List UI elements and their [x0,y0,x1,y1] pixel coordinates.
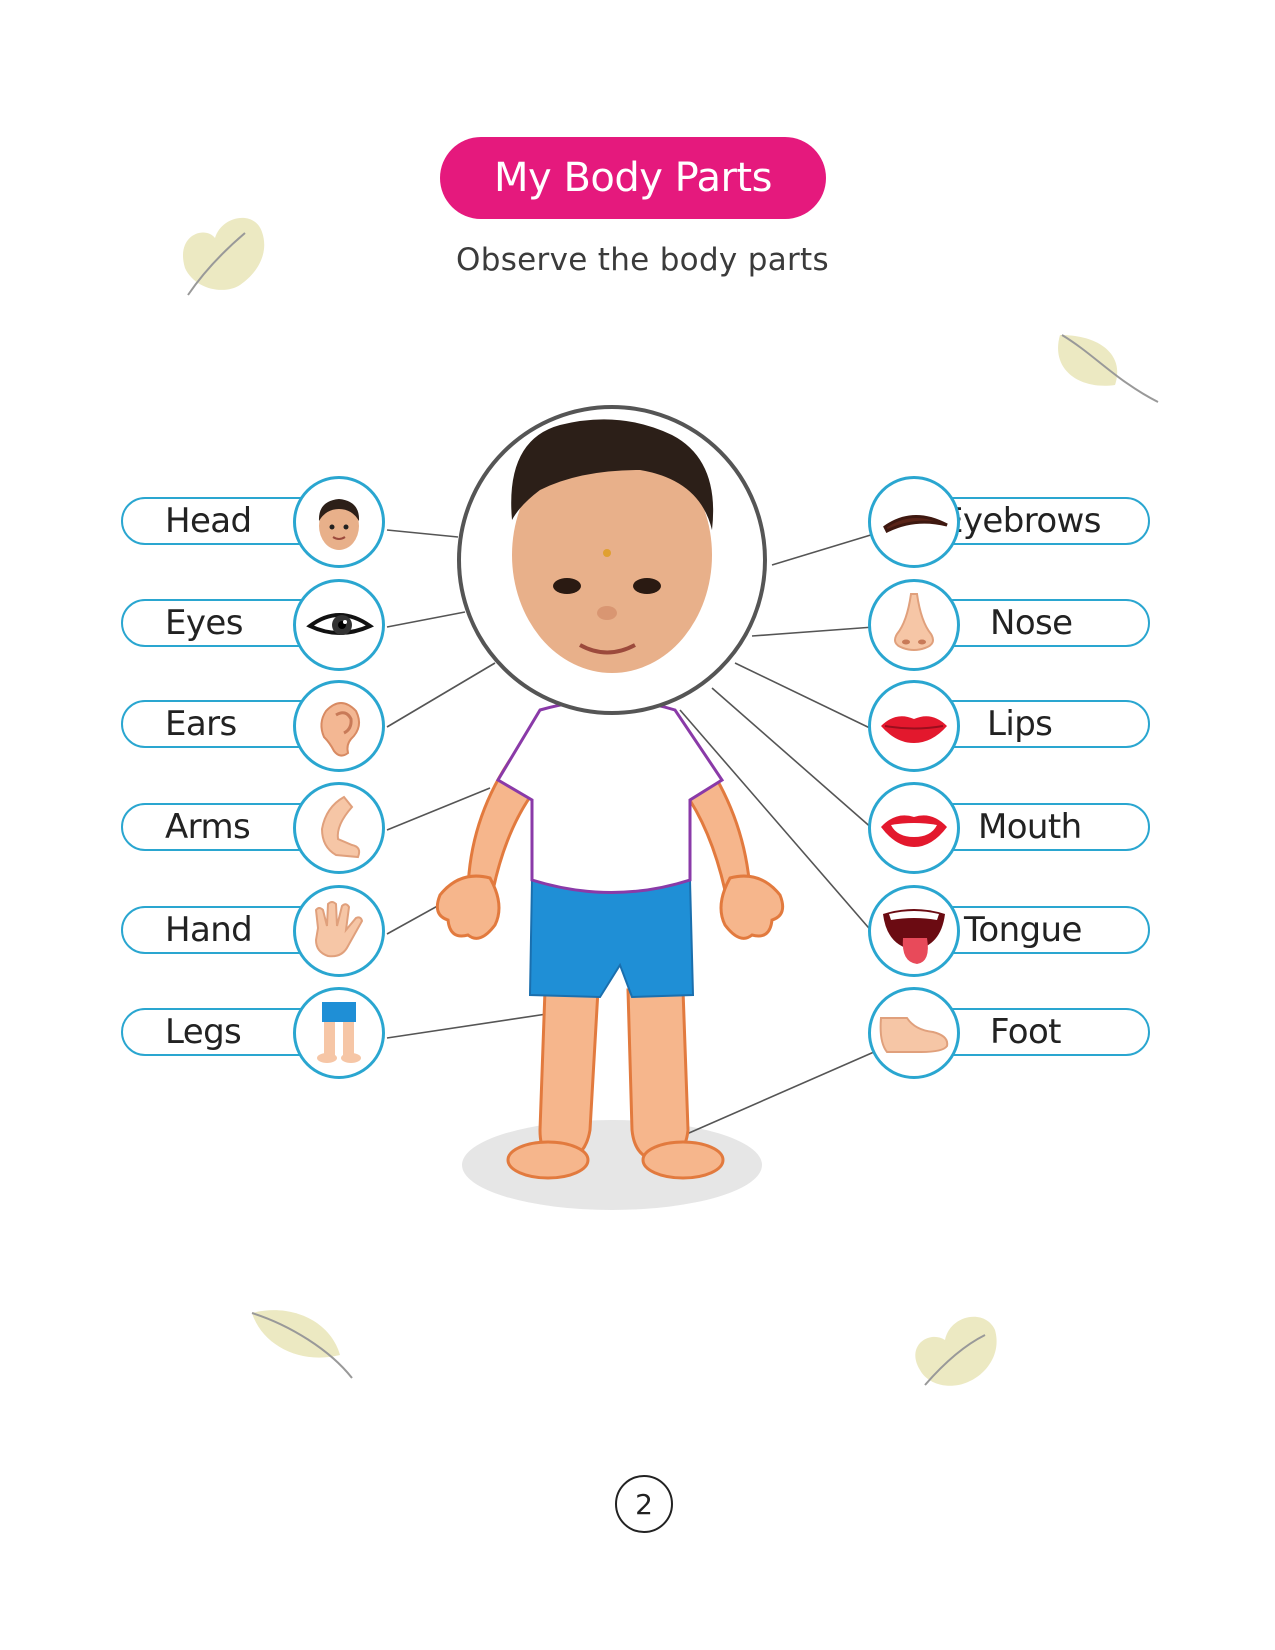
label-lips: Lips [930,700,1150,748]
label-nose: Nose [930,599,1150,647]
head-portrait [457,405,767,715]
label-arms-text: Arms [165,807,251,847]
page-subtitle: Observe the body parts [456,242,829,278]
label-foot-text: Foot [990,1012,1061,1052]
label-eyebrows-text: Eyebrows [942,501,1101,541]
ear-icon [293,680,385,772]
tongue-icon [868,885,960,977]
foot-icon [868,987,960,1079]
label-foot: Foot [930,1008,1150,1056]
label-lips-text: Lips [987,704,1053,744]
label-head: Head [121,497,351,545]
label-tongue: Tongue [930,906,1150,954]
page-number: 2 [615,1475,673,1533]
label-mouth: Mouth [930,803,1150,851]
label-eyebrows: Eyebrows [930,497,1150,545]
connector-lines [386,529,875,1141]
head-icon [293,476,385,568]
eye-icon [293,579,385,671]
label-ears-text: Ears [165,704,237,744]
leaf-decoration-bottom-right [915,1316,997,1386]
leaf-decoration-top-right [1058,334,1159,403]
legs-icon [293,987,385,1079]
label-legs-text: Legs [165,1012,242,1052]
label-eyes-text: Eyes [165,603,243,643]
hand-icon [293,885,385,977]
label-tongue-text: Tongue [964,910,1082,950]
child-figure [435,698,785,1180]
mouth-icon [868,782,960,874]
leaf-decoration-bottom-left [251,1310,353,1379]
arm-icon [293,782,385,874]
label-mouth-text: Mouth [978,807,1082,847]
page-title: My Body Parts [440,137,826,219]
eyebrow-icon [868,476,960,568]
label-head-text: Head [165,501,252,541]
nose-icon [868,579,960,671]
label-nose-text: Nose [990,603,1073,643]
lips-icon [868,680,960,772]
leaf-decoration-top-left [182,217,265,296]
label-hand-text: Hand [165,910,253,950]
